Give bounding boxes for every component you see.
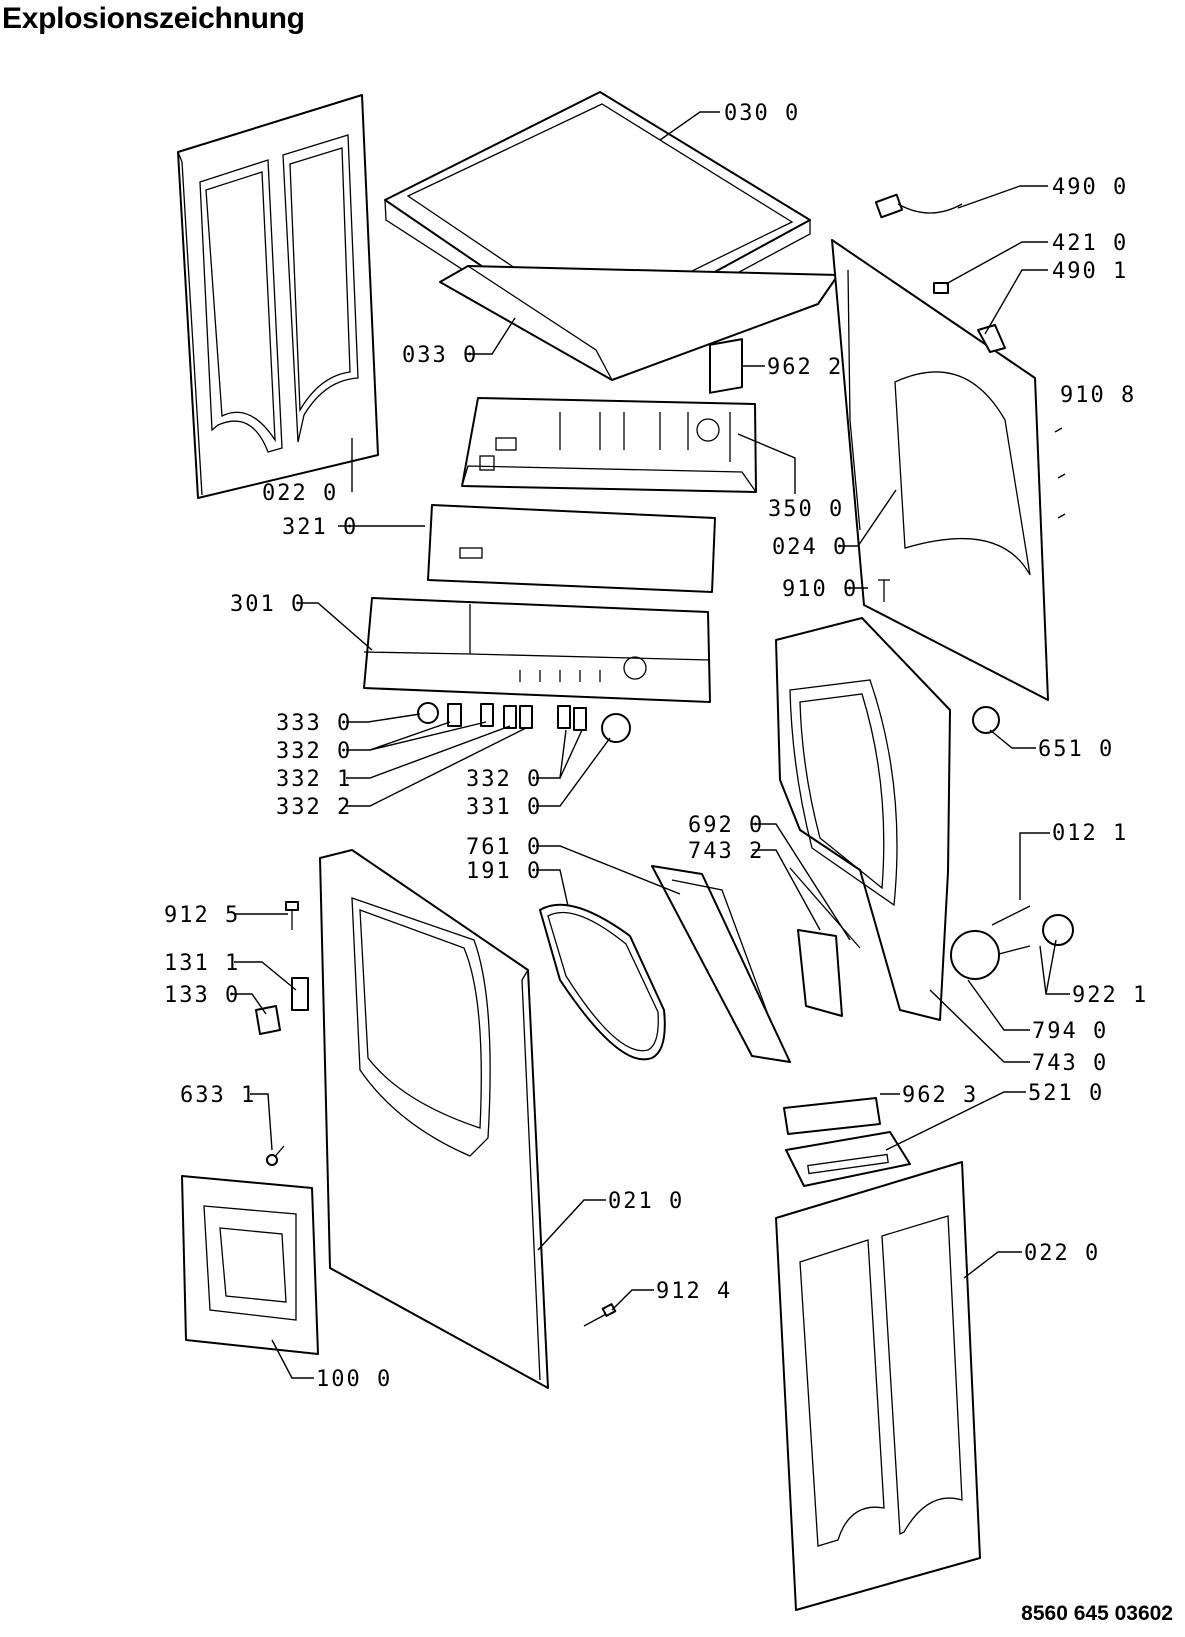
callout-3500: 350 0 — [768, 497, 844, 522]
page-title: Explosionszeichnung — [2, 2, 305, 35]
callout-9221: 922 1 — [1072, 983, 1148, 1008]
electronic-module — [785, 1131, 911, 1187]
callout-3210: 321 0 — [282, 515, 358, 540]
callout-7432: 743 2 — [688, 839, 764, 864]
callout-0121: 012 1 — [1052, 821, 1128, 846]
door-seal — [539, 903, 666, 1061]
callout-0300: 030 0 — [724, 101, 800, 126]
callout-7610: 761 0 — [466, 835, 542, 860]
callout-9623: 962 3 — [902, 1083, 978, 1108]
connector-4210 — [933, 282, 949, 294]
callout-9100: 910 0 — [782, 577, 858, 602]
callout-5210: 521 0 — [1028, 1081, 1104, 1106]
label-9623 — [783, 1097, 881, 1135]
screw-6331 — [266, 1145, 285, 1166]
control-panel — [363, 597, 711, 703]
screw-9124 — [583, 1303, 617, 1327]
callout-4901: 490 1 — [1052, 259, 1128, 284]
document-number: 8560 645 03602 — [1021, 1602, 1173, 1625]
lint-filter — [651, 865, 791, 1063]
screw-9100 — [878, 579, 890, 602]
screw-9125 — [285, 901, 299, 930]
callout-9108: 910 8 — [1060, 383, 1136, 408]
callout-4900: 490 0 — [1052, 175, 1128, 200]
control-board — [461, 397, 757, 493]
callout-labels: 030 0 490 0 421 0 490 1 033 0 962 2 910 … — [164, 101, 1148, 1392]
handle-recess — [181, 1175, 319, 1355]
callout-3310: 331 0 — [466, 795, 542, 820]
callout-3321: 332 1 — [276, 767, 352, 792]
side-panel-right — [775, 1161, 981, 1611]
callout-9125: 912 5 — [164, 903, 240, 928]
callout-3330: 333 0 — [276, 711, 352, 736]
callout-6510: 651 0 — [1038, 737, 1114, 762]
side-panel-left — [177, 94, 379, 499]
bracket-1330 — [255, 1005, 281, 1035]
sensor-6510 — [972, 706, 1000, 734]
callout-3322: 332 2 — [276, 795, 352, 820]
label-card-9622 — [709, 338, 743, 394]
filter-parts — [789, 867, 861, 1017]
callout-0210: 021 0 — [608, 1189, 684, 1214]
callout-0240: 024 0 — [772, 535, 848, 560]
callout-6331: 633 1 — [180, 1083, 256, 1108]
screws-9108 — [1054, 427, 1066, 519]
rear-frame — [831, 239, 1049, 701]
callout-0330: 033 0 — [402, 343, 478, 368]
callout-7430: 743 0 — [1032, 1051, 1108, 1076]
front-panel — [319, 849, 549, 1389]
bracket-0121 — [950, 905, 1074, 980]
callout-1330: 133 0 — [164, 983, 240, 1008]
callout-1311: 131 1 — [164, 951, 240, 976]
callout-3010: 301 0 — [230, 592, 306, 617]
callout-0220-top: 022 0 — [262, 481, 338, 506]
callout-3320-b: 332 0 — [466, 767, 542, 792]
callout-6920: 692 0 — [688, 813, 764, 838]
callout-1000: 100 0 — [316, 1367, 392, 1392]
power-cord — [874, 193, 963, 219]
callout-9124: 912 4 — [656, 1279, 732, 1304]
callout-3320-a: 332 0 — [276, 739, 352, 764]
callout-9622: 962 2 — [767, 355, 843, 380]
callout-1910: 191 0 — [466, 859, 542, 884]
fascia-plate — [427, 504, 716, 593]
callout-4210: 421 0 — [1052, 231, 1128, 256]
drum-housing — [775, 617, 951, 1021]
lid-seal-plate — [439, 265, 839, 381]
callout-7940: 794 0 — [1032, 1019, 1108, 1044]
callout-0220-bottom: 022 0 — [1024, 1241, 1100, 1266]
leader-lines — [232, 111, 1070, 1379]
door-lock-1311 — [291, 977, 309, 1011]
